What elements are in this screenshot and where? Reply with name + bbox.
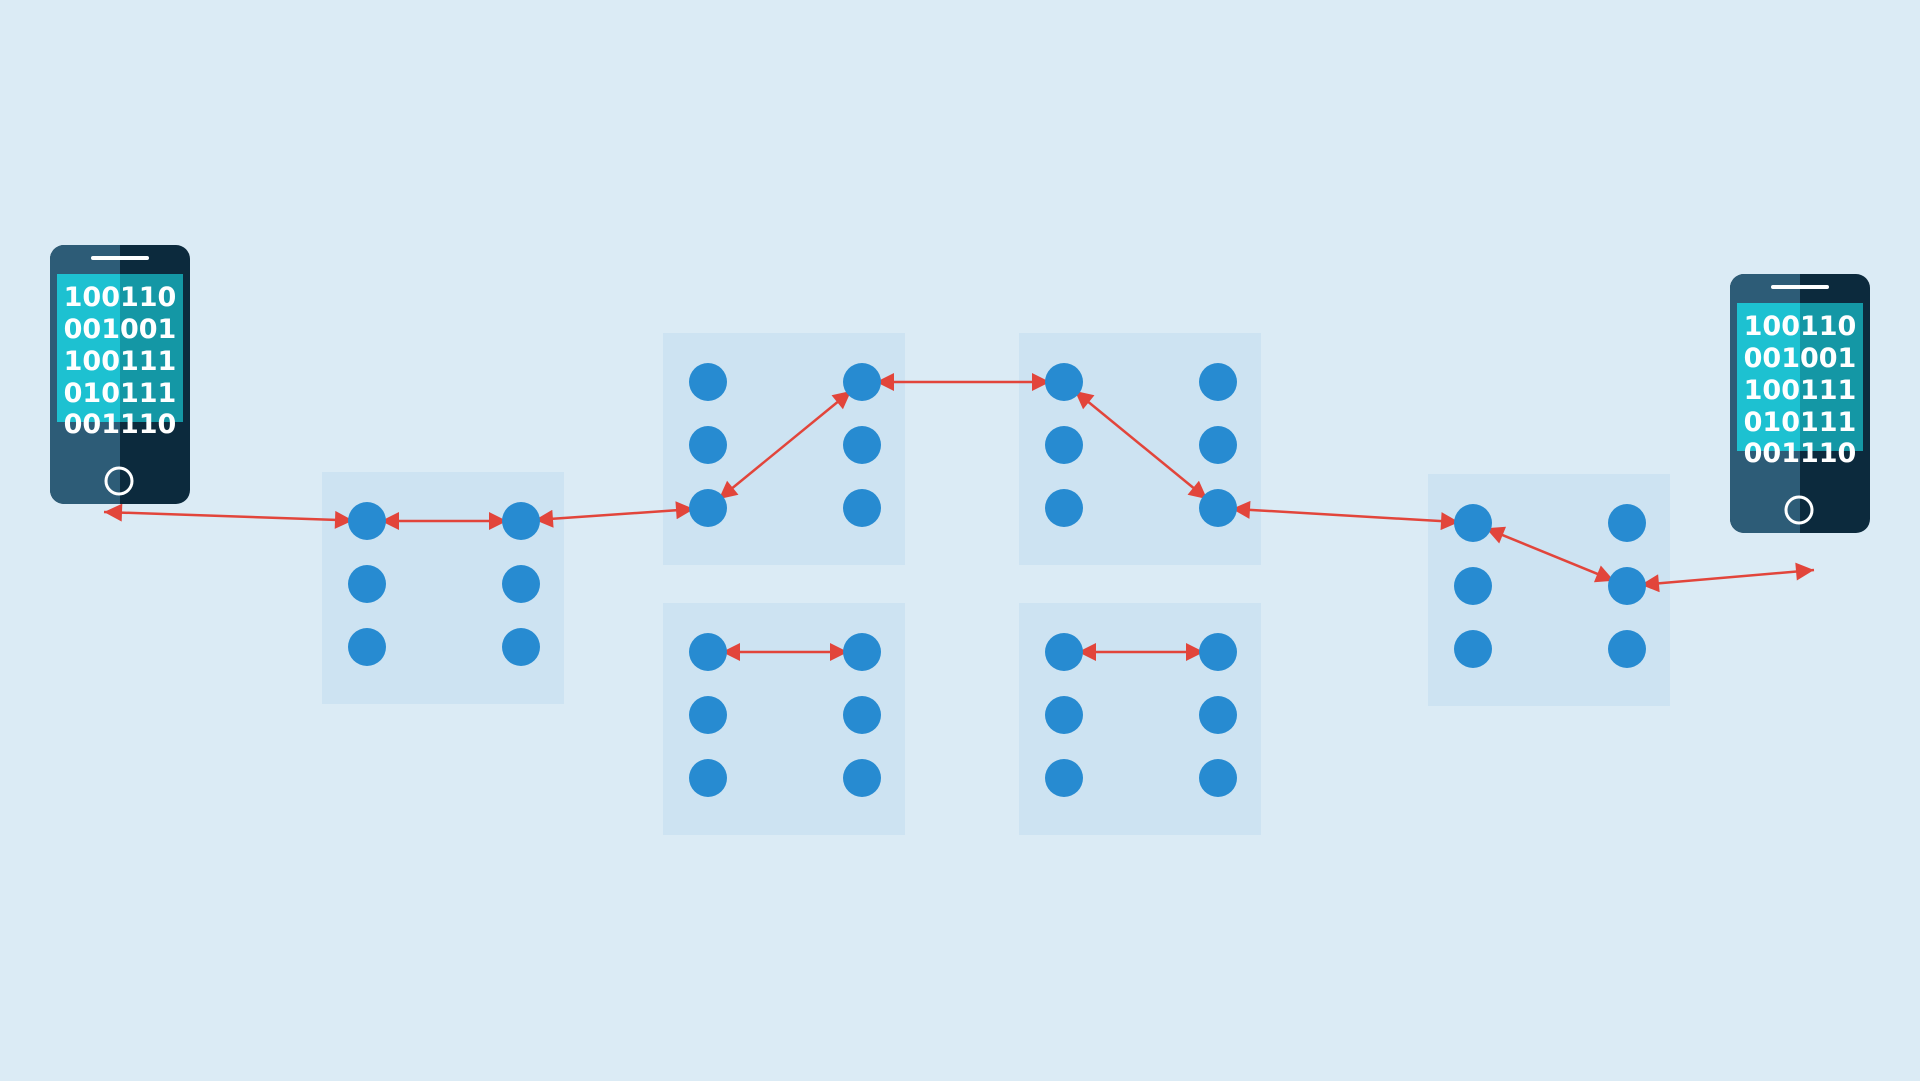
- port-dot-icon: [1045, 426, 1083, 464]
- speaker-slot: [91, 256, 149, 260]
- phone-left: 100110 001001 100111 010111 001110: [50, 245, 190, 504]
- port-dot-icon: [689, 489, 727, 527]
- port-dot-icon: [1199, 489, 1237, 527]
- port-dot-icon: [843, 489, 881, 527]
- port-dot-icon: [1454, 567, 1492, 605]
- speaker-slot: [1771, 285, 1829, 289]
- port-dot-icon: [1045, 696, 1083, 734]
- double-arrow-icon: [718, 389, 852, 501]
- port-dot-icon: [843, 696, 881, 734]
- port-dot-icon: [689, 426, 727, 464]
- screen-line: 100110: [64, 282, 177, 313]
- screen-line: 010111: [64, 378, 177, 409]
- phone-screen-highlight: [1737, 303, 1800, 451]
- double-arrow-icon: [1485, 526, 1615, 583]
- port-dot-icon: [1454, 630, 1492, 668]
- screen-line: 001001: [1744, 343, 1857, 374]
- port-dot-icon: [1045, 633, 1083, 671]
- port-dot-icon: [1045, 363, 1083, 401]
- port-dot-icon: [502, 565, 540, 603]
- screen-line: 001110: [64, 409, 177, 440]
- phone-right: 100110 001001 100111 010111 001110: [1730, 274, 1870, 533]
- phone-screen-highlight: [57, 274, 120, 422]
- port-dot-icon: [348, 628, 386, 666]
- screen-line: 001110: [1744, 438, 1857, 469]
- port-dot-icon: [1045, 759, 1083, 797]
- port-dot-icon: [348, 565, 386, 603]
- port-dot-icon: [843, 759, 881, 797]
- double-arrow-icon: [1074, 389, 1208, 501]
- double-arrow-icon: [1231, 500, 1460, 531]
- port-dot-icon: [348, 502, 386, 540]
- screen-line: 001001: [64, 314, 177, 345]
- port-dot-icon: [1199, 696, 1237, 734]
- port-dot-icon: [1199, 633, 1237, 671]
- port-dot-icon: [1045, 489, 1083, 527]
- port-dot-icon: [1199, 363, 1237, 401]
- port-dot-icon: [689, 633, 727, 671]
- port-dot-icon: [689, 696, 727, 734]
- screen-line: 100110: [1744, 311, 1857, 342]
- double-arrow-icon: [1640, 562, 1815, 593]
- port-dot-icon: [843, 633, 881, 671]
- port-dot-icon: [1199, 759, 1237, 797]
- double-arrow-icon: [534, 501, 695, 528]
- screen-line: 100111: [64, 346, 177, 377]
- port-dot-icon: [1199, 426, 1237, 464]
- switch-nodes: [348, 363, 1646, 797]
- port-dot-icon: [1454, 504, 1492, 542]
- screen-line: 100111: [1744, 375, 1857, 406]
- port-dot-icon: [689, 363, 727, 401]
- home-button-icon: [104, 466, 134, 496]
- port-dot-icon: [1608, 567, 1646, 605]
- port-dot-icon: [1608, 504, 1646, 542]
- port-dot-icon: [843, 363, 881, 401]
- port-dot-icon: [689, 759, 727, 797]
- screen-line: 010111: [1744, 407, 1857, 438]
- links: [103, 373, 1815, 661]
- home-button-icon: [1784, 495, 1814, 525]
- double-arrow-icon: [103, 503, 354, 529]
- port-dot-icon: [1608, 630, 1646, 668]
- port-dot-icon: [502, 628, 540, 666]
- port-dot-icon: [843, 426, 881, 464]
- port-dot-icon: [502, 502, 540, 540]
